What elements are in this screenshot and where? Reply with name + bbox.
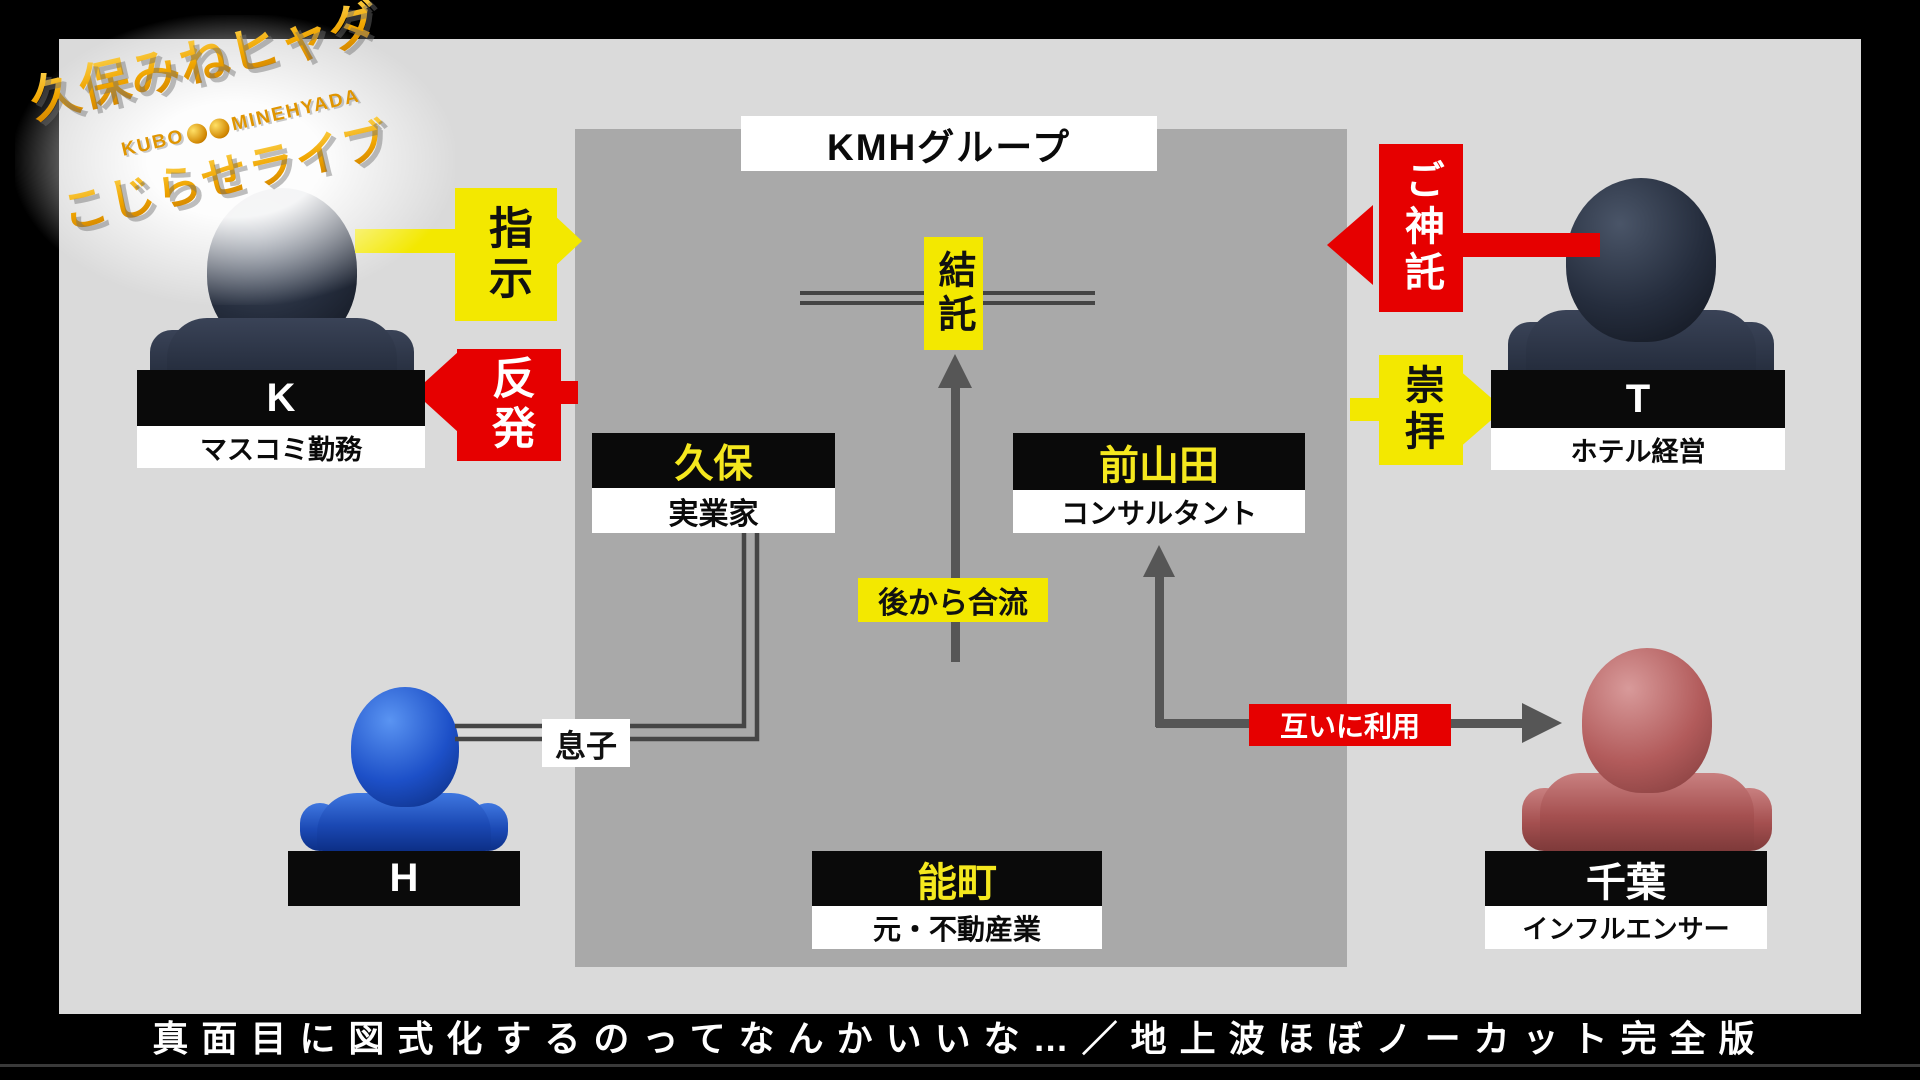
nomachi-to-kettaku-arrow-shaft — [951, 386, 960, 662]
mutual-to-maeyamada-arrow-shaft — [1155, 575, 1164, 727]
relation-label-kettaku: 結託 — [924, 237, 983, 350]
name-label-nomachi: 能町 — [812, 851, 1102, 906]
logo-face-badge-icon — [207, 116, 232, 141]
role-label-chiba: インフルエンサー — [1485, 906, 1767, 949]
nomachi-to-kettaku-arrow-head — [938, 354, 972, 388]
goshintaku-arrow-head — [1327, 205, 1373, 285]
name-label-h: H — [288, 851, 520, 906]
role-label-k: マスコミ勤務 — [137, 426, 425, 468]
relation-label-suhai: 崇拝 — [1379, 355, 1463, 465]
relation-label-musuko: 息子 — [542, 719, 630, 767]
relation-label-tagaini: 互いに利用 — [1249, 704, 1451, 746]
role-label-maeyamada: コンサルタント — [1013, 490, 1305, 533]
mutual-to-maeyamada-arrow-head — [1143, 545, 1175, 577]
kettaku-text: 結託 — [932, 249, 974, 338]
bottom-divider — [0, 1064, 1920, 1067]
broadcast-caption: 真面目に図式化するのってなんかいいな…／地上波ほぼノーカット完全版 — [152, 1018, 1768, 1059]
shiji-text: 指示 — [482, 204, 531, 305]
goshintaku-arrow-shaft — [1448, 233, 1600, 257]
name-label-maeyamada: 前山田 — [1013, 433, 1305, 490]
role-label-t: ホテル経営 — [1491, 428, 1785, 470]
name-label-kubo: 久保 — [592, 433, 835, 488]
name-label-k: K — [137, 370, 425, 426]
relation-label-shiji: 指示 — [455, 188, 557, 321]
relation-label-hanpatsu: 反発 — [457, 349, 561, 461]
relation-label-atokara: 後から合流 — [858, 578, 1048, 622]
role-label-kubo: 実業家 — [592, 488, 835, 533]
suhai-text: 崇拝 — [1399, 364, 1443, 456]
goshintaku-text: ご神託 — [1399, 159, 1443, 297]
hanpatsu-text: 反発 — [485, 355, 534, 455]
logo-face-badge-icon — [184, 121, 209, 146]
mutual-to-chiba-arrow-head — [1522, 703, 1562, 743]
kmh-group-title: KMHグループ — [741, 116, 1157, 171]
role-label-nomachi: 元・不動産業 — [812, 906, 1102, 949]
name-label-t: T — [1491, 370, 1785, 428]
relation-label-goshintaku: ご神託 — [1379, 144, 1463, 312]
logo-glow — [15, 15, 455, 305]
name-label-chiba: 千葉 — [1485, 851, 1767, 906]
